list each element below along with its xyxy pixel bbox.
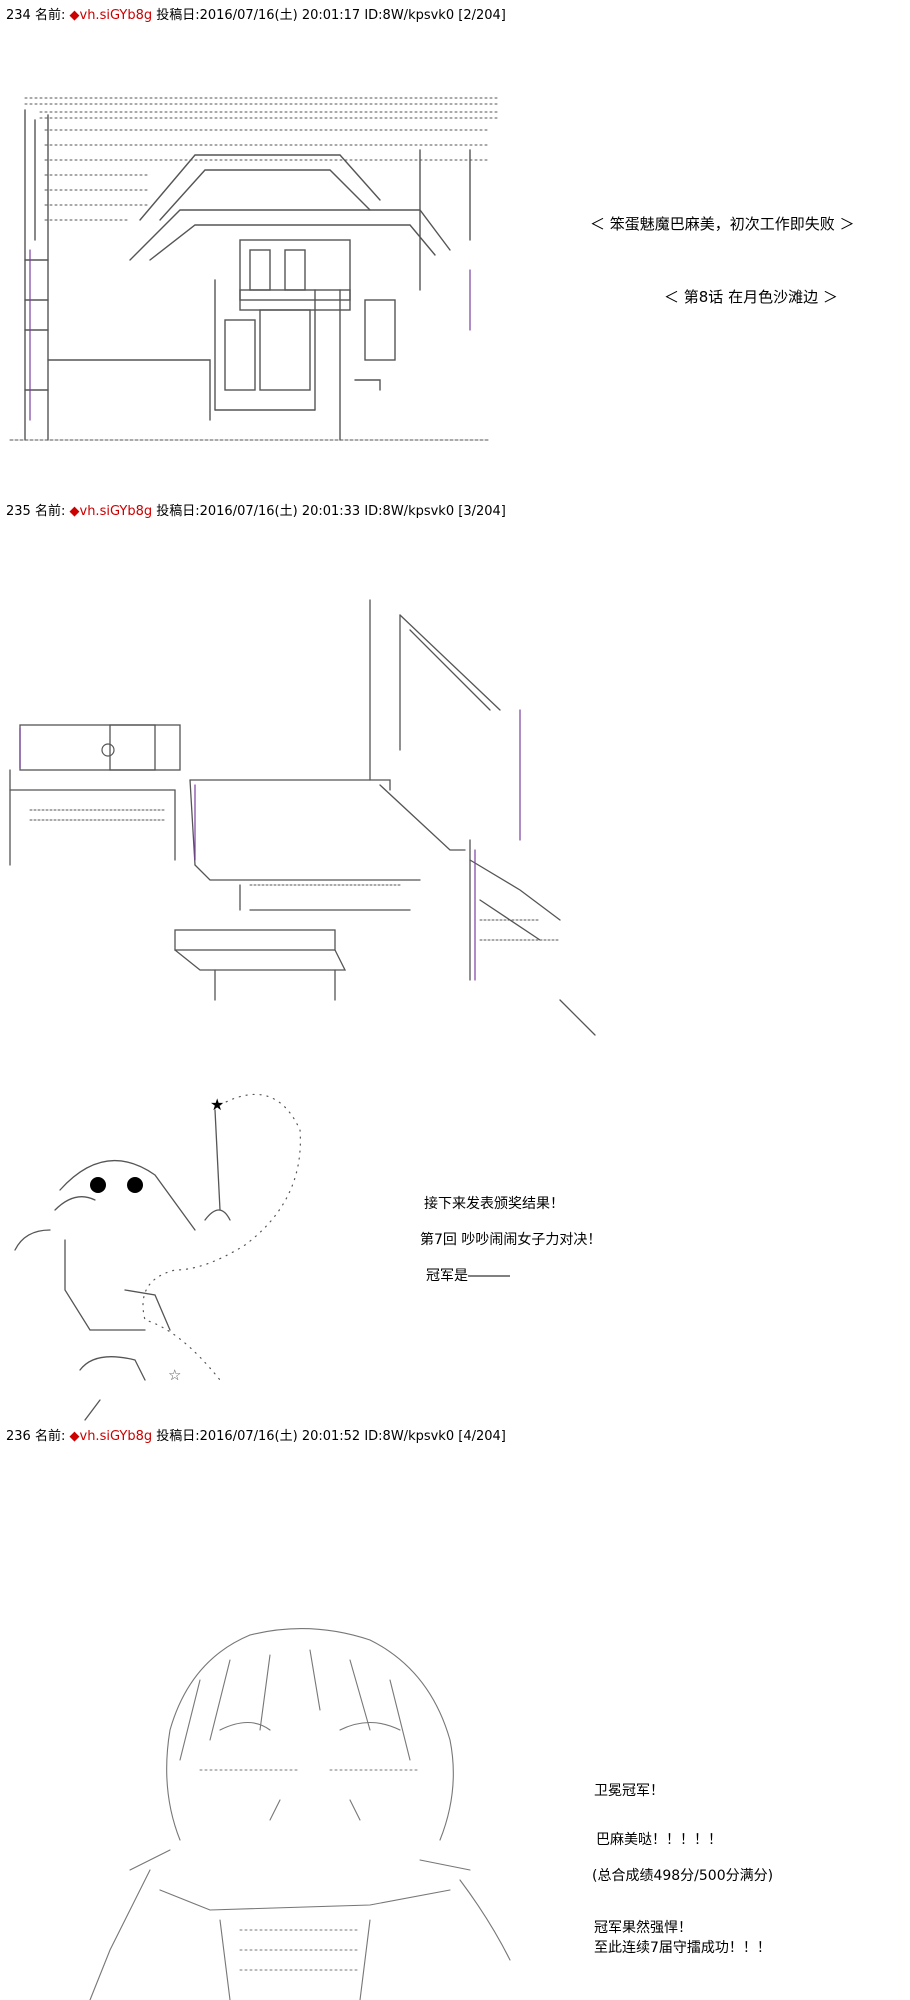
svg-text:☆: ☆: [168, 1366, 181, 1384]
episode-title: ＜ 第8话 在月色沙滩边 ＞: [664, 288, 838, 306]
mami-character-art: [89, 1628, 511, 2000]
contest-title: 第7回 吵吵闹闹女子力对决！: [420, 1232, 602, 1248]
winner-teaser: 冠军是―――: [426, 1268, 510, 1284]
announcement-line: 接下来发表颁奖结果！: [424, 1196, 564, 1212]
post-number: 235: [6, 504, 31, 519]
name-label: 名前:: [34, 8, 66, 23]
comment-line: 冠军果然强悍！: [594, 1920, 692, 1936]
champion-name: 巴麻美哒！！！！！: [596, 1832, 722, 1848]
house-art: [9, 97, 501, 441]
post-header: 234 名前: ◆vh.siGYb8g 投稿日:2016/07/16(土) 20…: [6, 4, 506, 23]
post-meta: 投稿日:2016/07/16(土) 20:01:52 ID:8W/kpsvk0 …: [156, 1429, 506, 1444]
diamond-icon: ◆: [69, 8, 80, 23]
score-line: (总合成绩498分/500分满分): [592, 1868, 774, 1884]
svg-text:★: ★: [210, 1095, 224, 1114]
poster-trip[interactable]: vh.siGYb8g: [79, 1429, 153, 1444]
chapter-title: ＜ 笨蛋魅魔巴麻美，初次工作即失败 ＞: [590, 215, 855, 233]
poster-trip[interactable]: vh.siGYb8g: [79, 8, 153, 23]
name-label: 名前:: [34, 1429, 66, 1444]
name-label: 名前:: [34, 504, 66, 519]
poster-trip[interactable]: vh.siGYb8g: [79, 504, 153, 519]
champion-announce: 卫冕冠军！: [594, 1783, 664, 1799]
post-header: 236 名前: ◆vh.siGYb8g 投稿日:2016/07/16(土) 20…: [6, 1425, 506, 1444]
diamond-icon: ◆: [69, 1429, 80, 1444]
post-meta: 投稿日:2016/07/16(土) 20:01:33 ID:8W/kpsvk0 …: [156, 504, 506, 519]
post-meta: 投稿日:2016/07/16(土) 20:01:17 ID:8W/kpsvk0 …: [156, 8, 506, 23]
post-number: 236: [6, 1429, 31, 1444]
character-wand-art: ★ ☆: [14, 1093, 301, 1421]
post-header: 235 名前: ◆vh.siGYb8g 投稿日:2016/07/16(土) 20…: [6, 500, 506, 519]
diamond-icon: ◆: [69, 504, 80, 519]
post-number: 234: [6, 8, 31, 23]
room-art: [9, 599, 596, 1036]
streak-line: 至此连续7届守擂成功！！！: [594, 1940, 771, 1956]
